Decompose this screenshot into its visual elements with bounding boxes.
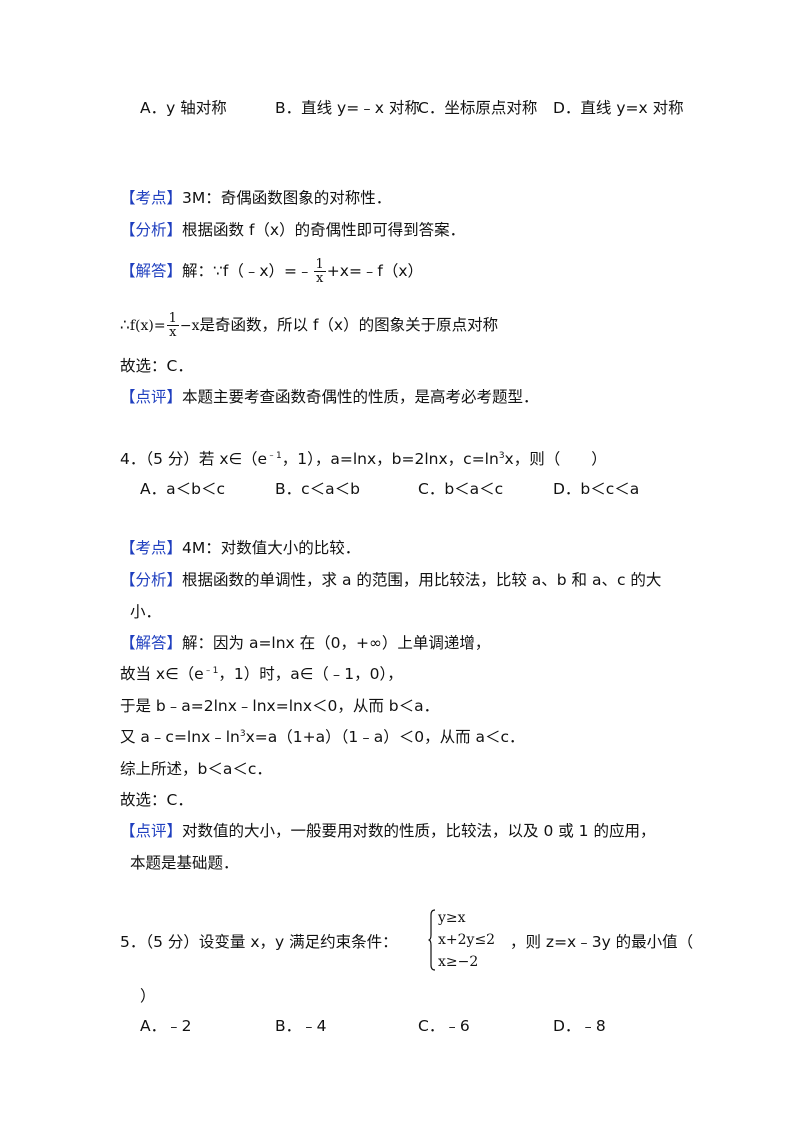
jieda-tag: 【解答】 <box>120 634 183 652</box>
q4-dianping-line2: 本题是基础题． <box>130 854 239 872</box>
q3-option-c: C．坐标原点对称 <box>418 99 538 117</box>
fenxi-text: 根据函数的单调性，求 a 的范围，用比较法，比较 a、b 和 a、c 的大 <box>182 571 662 589</box>
q3-fenxi-line: 【分析】根据函数 f（x）的奇偶性即可得到答案． <box>120 220 465 240</box>
fraction-denominator: x <box>315 271 324 286</box>
q5-stem-b: ，则 z=x﹣3y 的最小值（ <box>510 933 694 951</box>
q4-stem: 4．（5 分）若 x∈（e﹣1，1），a=lnx，b=2lnx，c=ln3x，则… <box>120 449 607 469</box>
q3-kaodian-line: 【考点】3M：奇偶函数图象的对称性． <box>120 188 391 208</box>
q4-option-c: C．b＜a＜c <box>418 480 504 498</box>
q4-solution-line5: 综上所述，b＜a＜c． <box>120 760 272 778</box>
q5-option-a: A．﹣2 <box>140 1017 192 1035</box>
solution-part: 又 a﹣c=lnx﹣ln <box>120 728 240 746</box>
fenxi-tag: 【分析】 <box>120 571 183 589</box>
superscript: 3 <box>239 729 246 739</box>
fenxi-tag: 【分析】 <box>120 221 183 239</box>
q5-stem-close: ） <box>140 987 156 1005</box>
q4-solution-line3: 于是 b﹣a=2lnx﹣lnx=lnx＜0，从而 b＜a． <box>120 697 440 715</box>
therefore-minus-x: −x <box>179 318 200 334</box>
kaodian-text: 4M：对数值大小的比较． <box>182 539 361 557</box>
q4-fenxi-line2: 小． <box>130 603 162 621</box>
dianping-text: 本题主要考查函数奇偶性的性质，是高考必考题型． <box>182 388 539 406</box>
q4-fenxi-line: 【分析】根据函数的单调性，求 a 的范围，用比较法，比较 a、b 和 a、c 的… <box>120 570 661 590</box>
q4-stem-part: ，1），a=lnx，b=2lnx，c=ln <box>281 450 499 468</box>
fraction-numerator: 1 <box>166 311 179 326</box>
therefore-symbol: ∴ <box>120 316 130 334</box>
q4-option-b: B．c＜a＜b <box>275 480 360 498</box>
kaodian-tag: 【考点】 <box>120 189 183 207</box>
q4-superscript: 3 <box>498 451 505 461</box>
left-brace-icon <box>428 909 436 971</box>
q3-option-d: D．直线 y=x 对称 <box>553 99 684 117</box>
kaodian-text: 3M：奇偶函数图象的对称性． <box>182 189 392 207</box>
q4-solution-line4: 又 a﹣c=lnx﹣ln3x=a（1+a）（1﹣a）＜0，从而 a＜c． <box>120 727 525 747</box>
q5-option-b: B．﹣4 <box>275 1017 327 1035</box>
dianping-text: 对数值的大小，一般要用对数的性质，比较法，以及 0 或 1 的应用， <box>182 822 656 840</box>
q4-superscript: ﹣1 <box>267 451 282 461</box>
q5-option-c: C．﹣6 <box>418 1017 470 1035</box>
q3-option-a: A．y 轴对称 <box>140 99 227 117</box>
fraction-denominator: x <box>169 325 177 340</box>
q3-answer: 故选：C． <box>120 357 193 375</box>
constraint-system: y≥x x+2y≤2 x≥−2 <box>428 905 520 975</box>
constraint-1: y≥x <box>438 910 466 926</box>
q5-stem-a: 5．（5 分）设变量 x，y 满足约束条件： <box>120 933 398 951</box>
jieda-suffix: +x=﹣f（x） <box>326 262 424 280</box>
jieda-tag: 【解答】 <box>120 262 183 280</box>
q3-dianping-line: 【点评】本题主要考查函数奇偶性的性质，是高考必考题型． <box>120 387 539 407</box>
q4-kaodian-line: 【考点】4M：对数值大小的比较． <box>120 538 360 558</box>
q4-answer: 故选：C． <box>120 791 193 809</box>
solution-part: x=a（1+a）（1﹣a）＜0，从而 a＜c． <box>245 728 525 746</box>
fraction-numerator: 1 <box>313 257 326 272</box>
solution-part: ，1）时，a∈（﹣1，0）， <box>218 665 403 683</box>
q4-option-a: A．a＜b＜c <box>140 480 225 498</box>
constraint-3: x≥−2 <box>438 954 479 970</box>
q4-option-d: D．b＜c＜a <box>553 480 640 498</box>
kaodian-tag: 【考点】 <box>120 539 183 557</box>
dianping-tag: 【点评】 <box>120 388 183 406</box>
q4-dianping-line: 【点评】对数值的大小，一般要用对数的性质，比较法，以及 0 或 1 的应用， <box>120 821 655 841</box>
q4-stem-part: x，则（ ） <box>504 450 607 468</box>
jieda-prefix: 解：∵f（﹣x）=﹣ <box>182 262 313 280</box>
q4-jieda-line: 【解答】解：因为 a=lnx 在（0，+∞）上单调递增， <box>120 633 490 653</box>
q4-solution-line2: 故当 x∈（e﹣1，1）时，a∈（﹣1，0）， <box>120 664 403 684</box>
therefore-suffix: 是奇函数，所以 f（x）的图象关于原点对称 <box>199 316 499 334</box>
therefore-fx: f(x)= <box>129 318 166 334</box>
superscript: ﹣1 <box>203 666 219 676</box>
jieda-text: 解：因为 a=lnx 在（0，+∞）上单调递增， <box>182 634 491 652</box>
constraint-2: x+2y≤2 <box>438 932 496 948</box>
q5-option-d: D．﹣8 <box>553 1017 606 1035</box>
solution-part: 故当 x∈（e <box>120 665 204 683</box>
q3-option-b: B．直线 y=﹣x 对称 <box>275 99 420 117</box>
fenxi-text: 根据函数 f（x）的奇偶性即可得到答案． <box>182 221 466 239</box>
dianping-tag: 【点评】 <box>120 822 183 840</box>
q4-stem-part: 4．（5 分）若 x∈（e <box>120 450 268 468</box>
